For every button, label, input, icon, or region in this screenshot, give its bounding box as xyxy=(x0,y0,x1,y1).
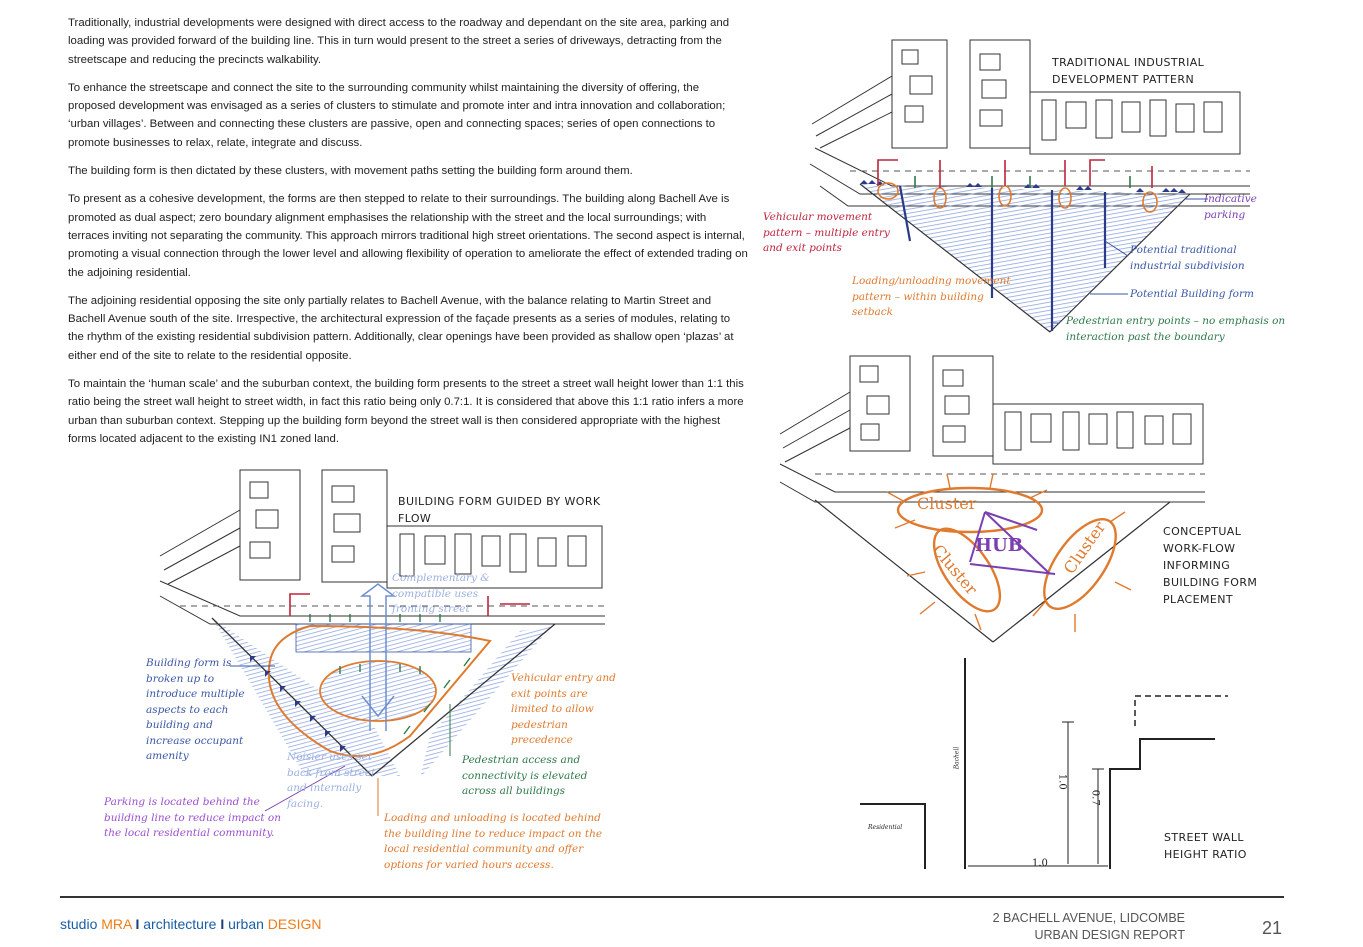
fig-traditional-title: TRADITIONAL INDUSTRIAL DEVELOPMENT PATTE… xyxy=(1052,56,1205,86)
workflow-site-sketch xyxy=(779,355,1205,643)
ratio-height-1: 1.0 xyxy=(1056,773,1068,790)
label-indicative-parking: Indicative parking xyxy=(1204,193,1257,221)
label-loading-location: Loading and unloading is located behind … xyxy=(384,812,603,871)
fig-street-wall-ratio: 1.0 0.7 1.0 Bachell Residential STREET W… xyxy=(850,654,1280,884)
brand-architecture: architecture xyxy=(139,916,221,932)
paragraph-6: To maintain the ‘human scale’ and the su… xyxy=(68,378,744,445)
label-parking-location: Parking is located behind the building l… xyxy=(104,796,281,839)
fig-guided-title: BUILDING FORM GUIDED BY WORK FLOW xyxy=(398,495,601,525)
label-pedestrian-access: Pedestrian access and connectivity is el… xyxy=(462,754,588,797)
label-vehicular-movement: Vehicular movement pattern – multiple en… xyxy=(763,211,890,254)
label-complementary-uses: Complementary & compatible uses fronting… xyxy=(392,572,490,615)
footer-report-title: URBAN DESIGN REPORT xyxy=(1034,928,1186,942)
footer-brand: studio MRA I architecture I urban DESIGN xyxy=(60,916,321,932)
label-potential-subdivision: Potential traditional industrial subdivi… xyxy=(1130,244,1245,272)
paragraph-1: Traditionally, industrial developments w… xyxy=(68,17,730,66)
label-vehicular-entry: Vehicular entry and exit points are limi… xyxy=(511,672,616,746)
cluster-label-top: Cluster xyxy=(917,494,977,513)
brand-studio: studio xyxy=(60,916,102,932)
street-wall-section xyxy=(860,658,1228,869)
brand-design: DESIGN xyxy=(267,916,322,932)
brand-separator-1: I xyxy=(135,916,140,932)
brand-mra: MRA xyxy=(101,916,132,932)
label-pedestrian-entry: Pedestrian entry points – no emphasis on… xyxy=(1066,315,1286,343)
fig-guided: BUILDING FORM GUIDED BY WORK FLOW Comple… xyxy=(100,466,620,891)
paragraph-2: To enhance the streetscape and connect t… xyxy=(68,81,726,149)
fig-workflow-title: CONCEPTUAL WORK-FLOW INFORMING BUILDING … xyxy=(1163,525,1258,606)
footer-report: 2 BACHELL AVENUE, LIDCOMBE URBAN DESIGN … xyxy=(993,910,1185,944)
brand-separator-2: I xyxy=(220,916,225,932)
guided-site-sketch xyxy=(159,469,605,816)
fig-ratio-title: STREET WALL HEIGHT RATIO xyxy=(1164,831,1247,861)
ratio-width: 1.0 xyxy=(1032,858,1048,869)
footer-rule xyxy=(60,896,1284,898)
paragraph-5: The adjoining residential opposing the s… xyxy=(68,294,734,362)
label-building-form-broken: Building form is broken up to introduce … xyxy=(146,657,245,762)
ratio-label-bachell: Bachell xyxy=(953,746,961,770)
label-noisier-uses: Noisier uses set back from street and in… xyxy=(287,751,376,810)
fig-workflow: Cluster Cluster Cluster HUB CONCEPTUAL W… xyxy=(775,352,1285,652)
body-text: Traditionally, industrial developments w… xyxy=(68,14,748,458)
traditional-site-sketch xyxy=(809,39,1250,333)
label-potential-building-form: Potential Building form xyxy=(1130,288,1254,300)
paragraph-4: To present as a cohesive development, th… xyxy=(68,193,748,279)
label-loading-movement: Loading/unloading movement pattern – wit… xyxy=(852,275,1011,318)
paragraph-3: The building form is then dictated by th… xyxy=(68,165,633,178)
brand-urban: urban xyxy=(224,916,268,932)
footer-address: 2 BACHELL AVENUE, LIDCOMBE xyxy=(992,911,1185,925)
ratio-height-2: 0.7 xyxy=(1089,789,1101,806)
hub-label: HUB xyxy=(975,535,1023,556)
ratio-label-residential: Residential xyxy=(868,824,903,831)
fig-traditional-pattern: TRADITIONAL INDUSTRIAL DEVELOPMENT PATTE… xyxy=(760,36,1290,351)
page-number: 21 xyxy=(1262,918,1283,938)
